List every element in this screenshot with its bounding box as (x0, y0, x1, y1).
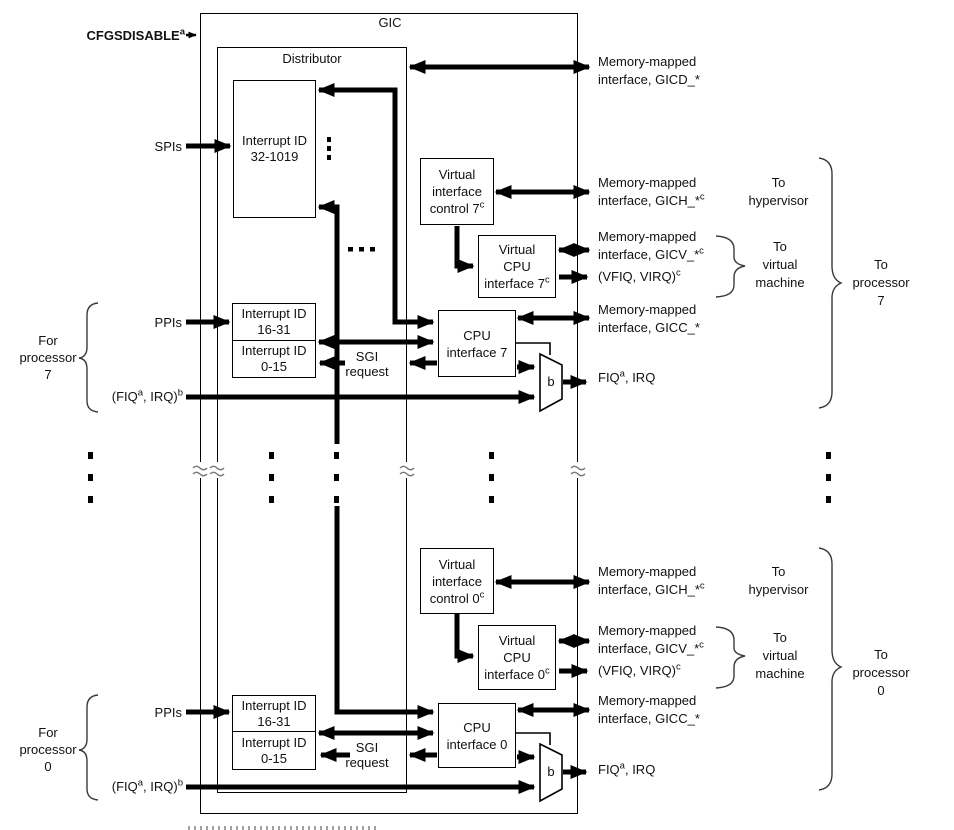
p0-virtual-machine-brace (715, 626, 746, 689)
p0-virtual-interface-control-box: Virtual interface control 0c (420, 548, 494, 614)
p0-virtual-cpu-interface-box: Virtual CPU interface 0c (478, 625, 556, 690)
p7-interrupt-id-0-15-box: Interrupt ID 0-15 (232, 340, 316, 378)
p7-virtual-machine-brace (715, 235, 746, 298)
p7-vfiq-virq-label: (VFIQ, VIRQ)c (598, 267, 681, 284)
p7-for-processor-label: For processor 7 (19, 333, 77, 382)
p0-gich-interface-label: Memory-mapped interface, GICH_*c (598, 564, 705, 597)
footnote-clipped-sliver (188, 826, 378, 830)
p0-to-virtual-machine-label: To virtual machine (755, 630, 805, 681)
p7-cpu-interface-box: CPU interface 7 (438, 310, 516, 377)
p0-to-processor-label: To processor 0 (852, 647, 910, 698)
p0-interrupt-id-16-31-box: Interrupt ID 16-31 (232, 695, 316, 732)
p7-ppis-label: PPIs (154, 315, 182, 330)
p0-ppis-label: PPIs (154, 705, 182, 720)
gic-box (200, 13, 578, 814)
p7-sgi-request-label: SGI request (345, 349, 389, 379)
p7-gich-interface-label: Memory-mapped interface, GICH_*c (598, 175, 705, 208)
p0-fiq-irq-output-label: FIQa, IRQ (598, 760, 656, 777)
p0-vfiq-virq-label: (VFIQ, VIRQ)c (598, 661, 681, 678)
distributor-title: Distributor (282, 51, 342, 66)
p7-gicv-interface-label: Memory-mapped interface, GICV_*c (598, 229, 704, 262)
spis-label: SPIs (154, 139, 182, 154)
gic-title: GIC (378, 15, 402, 30)
cfgsdisable-label: CFGSDISABLEa (86, 26, 185, 43)
p0-cpu-interface-box: CPU interface 0 (438, 703, 516, 768)
p7-to-hypervisor-label: To hypervisor (748, 175, 809, 208)
interrupt-id-32-1019-box: Interrupt ID 32-1019 (233, 80, 316, 218)
p7-to-virtual-machine-label: To virtual machine (755, 239, 805, 290)
p0-to-hypervisor-label: To hypervisor (748, 564, 809, 597)
p7-virtual-interface-control-box: Virtual interface control 7c (420, 158, 494, 225)
p7-fiq-bypass-label: (FIQa, IRQ)b (111, 387, 183, 404)
p7-mux-label: b (547, 374, 555, 389)
p7-fiq-irq-output-label: FIQa, IRQ (598, 368, 656, 385)
p7-interrupt-id-16-31-box: Interrupt ID 16-31 (232, 303, 316, 341)
p0-fiq-bypass-label: (FIQa, IRQ)b (111, 777, 183, 794)
p0-interrupt-id-0-15-box: Interrupt ID 0-15 (232, 731, 316, 770)
distributor-box (217, 47, 407, 793)
p7-virtual-cpu-interface-box: Virtual CPU interface 7c (478, 235, 556, 298)
p0-gicv-interface-label: Memory-mapped interface, GICV_*c (598, 623, 704, 656)
p0-mux-label: b (547, 764, 555, 779)
p7-to-processor-label: To processor 7 (852, 257, 910, 308)
p0-for-processor-label: For processor 0 (19, 725, 77, 774)
p0-sgi-request-label: SGI request (345, 740, 389, 770)
